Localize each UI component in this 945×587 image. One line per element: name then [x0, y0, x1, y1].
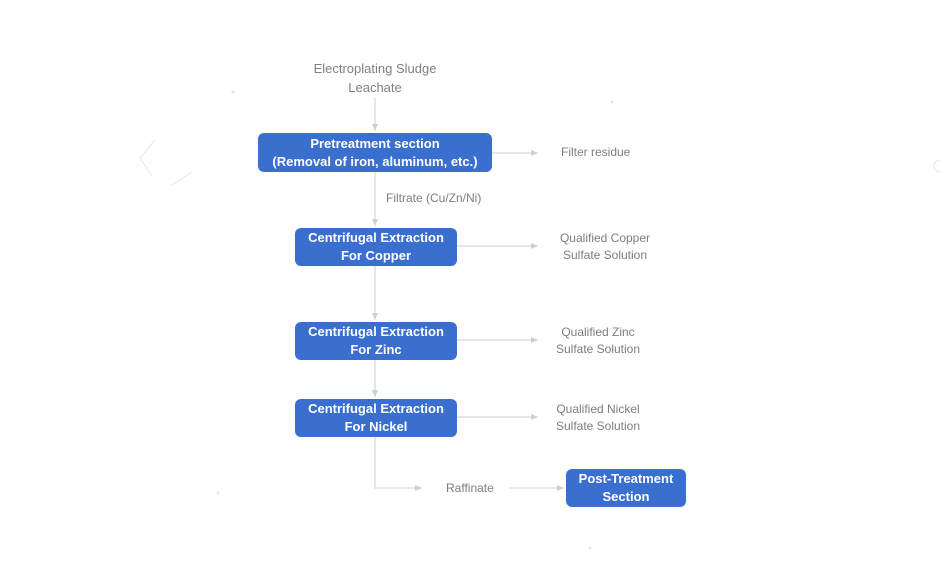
filter-residue-label: Filter residue	[561, 145, 631, 159]
pretreatment-title: Pretreatment section	[310, 135, 440, 151]
copper-extraction-box: Centrifugal Extraction For Copper	[295, 228, 457, 266]
nickel-output-line1: Qualified Nickel	[556, 402, 640, 416]
source-label: Electroplating Sludge Leachate	[300, 59, 450, 97]
post-treatment-line1: Post-Treatment	[578, 471, 674, 486]
zinc-box-line2: For Zinc	[350, 342, 402, 357]
faint-background-marks	[139, 90, 941, 550]
raffinate-label: Raffinate	[446, 481, 494, 495]
nickel-box-line2: For Nickel	[344, 419, 408, 434]
zinc-output-line1: Qualified Zinc	[561, 325, 635, 339]
nickel-extraction-box: Centrifugal Extraction For Nickel	[295, 399, 457, 437]
zinc-output-line2: Sulfate Solution	[555, 342, 641, 356]
copper-box-line2: For Copper	[340, 248, 412, 263]
copper-box-line1: Centrifugal Extraction	[308, 230, 444, 245]
zinc-sulfate-output-label: Qualified Zinc Sulfate Solution	[533, 324, 663, 358]
post-treatment-section-box: Post-Treatment Section	[566, 469, 686, 507]
source-label-line1: Electroplating Sludge	[313, 61, 437, 76]
filtrate-label: Filtrate (Cu/Zn/Ni)	[386, 191, 482, 205]
nickel-box-line1: Centrifugal Extraction	[308, 401, 444, 416]
nickel-output-line2: Sulfate Solution	[555, 419, 641, 433]
nickel-sulfate-output-label: Qualified Nickel Sulfate Solution	[533, 401, 663, 435]
copper-output-line1: Qualified Copper	[559, 231, 651, 245]
connector-nickel-to-raffinate	[374, 437, 422, 491]
pretreatment-subtitle: (Removal of iron, aluminum, etc.)	[272, 153, 478, 169]
pretreatment-section-box: Pretreatment section (Removal of iron, a…	[258, 133, 492, 172]
post-treatment-line2: Section	[602, 489, 650, 504]
zinc-extraction-box: Centrifugal Extraction For Zinc	[295, 322, 457, 360]
zinc-box-line1: Centrifugal Extraction	[308, 324, 444, 339]
copper-output-line2: Sulfate Solution	[562, 248, 648, 262]
copper-sulfate-output-label: Qualified Copper Sulfate Solution	[540, 230, 670, 264]
source-label-line2: Leachate	[348, 80, 402, 95]
